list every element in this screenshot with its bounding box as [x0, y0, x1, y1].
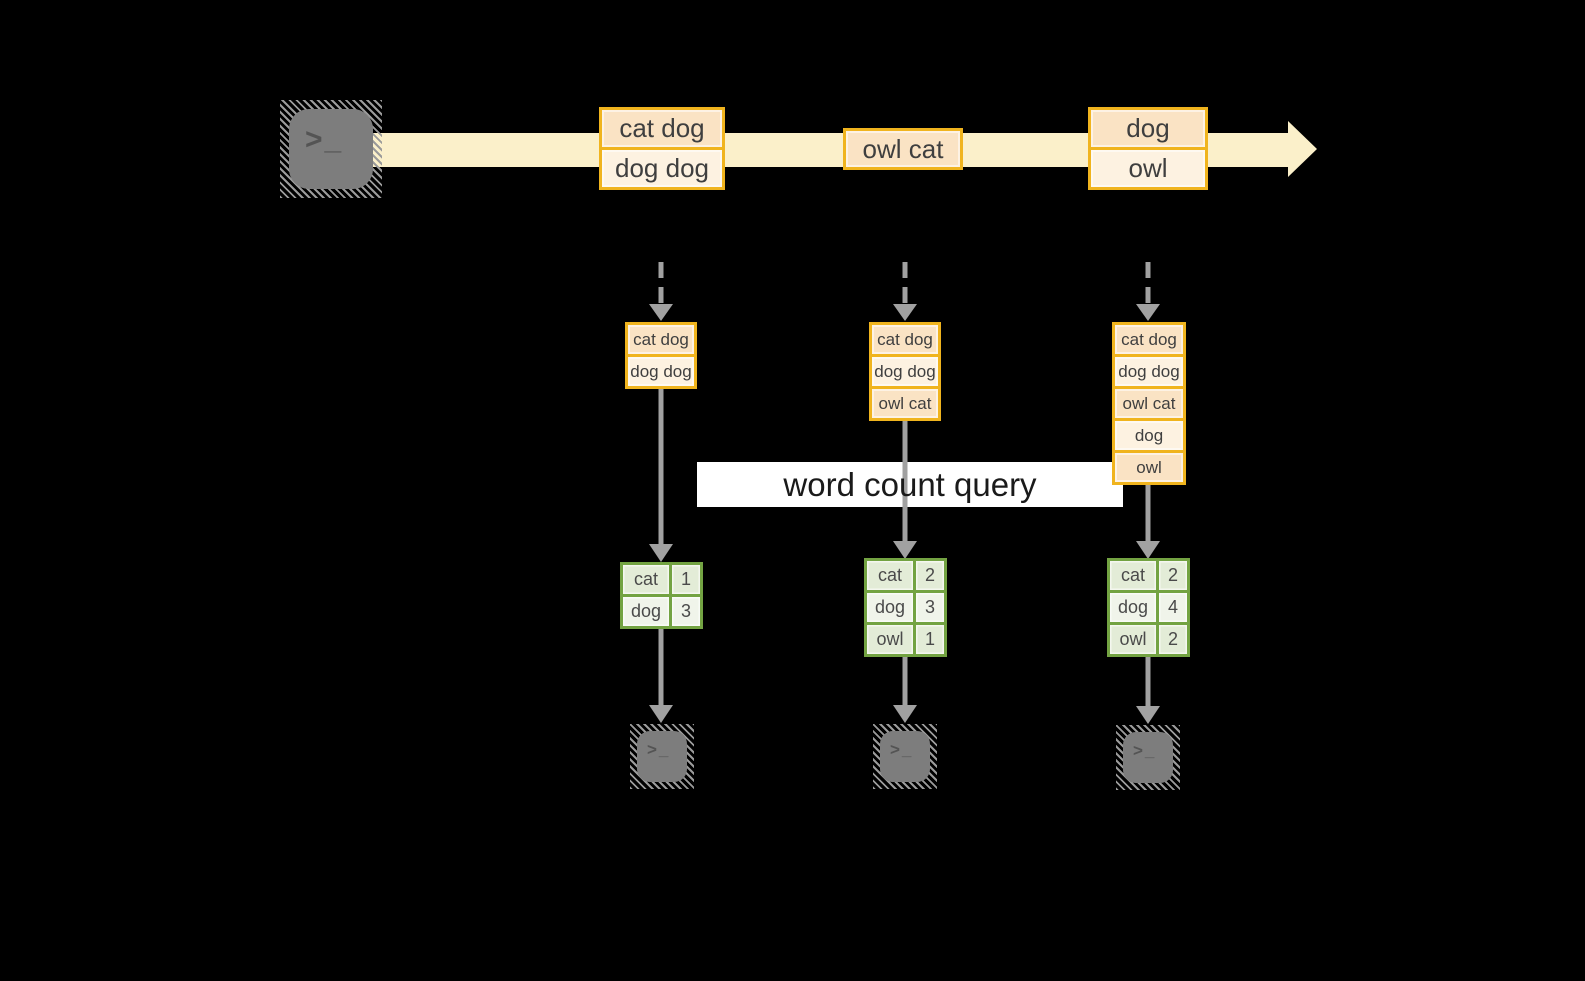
stream-event-1: cat dog dog dog — [599, 107, 725, 190]
result-table-1: cat 1 dog 3 — [620, 562, 703, 629]
word-cell: dog — [867, 593, 913, 622]
word-cell: cat — [1110, 561, 1156, 590]
count-cell: 2 — [1159, 561, 1187, 590]
word-cell: dog — [623, 597, 669, 626]
stream-event-line: owl cat — [846, 131, 960, 167]
batch-row: dog dog — [1115, 354, 1183, 386]
word-cell: owl — [867, 625, 913, 654]
terminal-icon: >_ — [1123, 732, 1173, 783]
micro-batch-2: cat dog dog dog owl cat — [869, 322, 941, 421]
batch-row: dog dog — [628, 354, 694, 386]
stream-event-2: owl cat — [843, 128, 963, 170]
output-terminal-1: >_ — [630, 724, 694, 789]
batch-row: dog dog — [872, 354, 938, 386]
micro-batch-3: cat dog dog dog owl cat dog owl — [1112, 322, 1186, 485]
stream-timeline-arrowhead — [1288, 121, 1317, 177]
word-cell: cat — [623, 565, 669, 594]
batch-row: dog — [1115, 418, 1183, 450]
batch-row: owl cat — [872, 386, 938, 418]
result-table-2: cat 2 dog 3 owl 1 — [864, 558, 947, 657]
terminal-icon: >_ — [289, 109, 373, 189]
terminal-icon: >_ — [880, 731, 930, 782]
batch-row: cat dog — [1115, 325, 1183, 354]
count-cell: 2 — [1159, 625, 1187, 654]
stream-event-line: dog dog — [602, 147, 722, 187]
query-label-text: word count query — [783, 465, 1037, 503]
word-cell: cat — [867, 561, 913, 590]
result-table-3: cat 2 dog 4 owl 2 — [1107, 558, 1190, 657]
count-cell: 3 — [916, 593, 944, 622]
word-cell: owl — [1110, 625, 1156, 654]
terminal-prompt-glyph: >_ — [890, 740, 914, 759]
terminal-prompt-glyph: >_ — [305, 123, 344, 156]
terminal-prompt-glyph: >_ — [1133, 741, 1157, 760]
stream-event-line: dog — [1091, 110, 1205, 147]
count-cell: 1 — [916, 625, 944, 654]
batch-row: owl cat — [1115, 386, 1183, 418]
count-cell: 3 — [672, 597, 700, 626]
count-cell: 1 — [672, 565, 700, 594]
source-terminal: >_ — [280, 100, 382, 198]
count-cell: 4 — [1159, 593, 1187, 622]
micro-batch-1: cat dog dog dog — [625, 322, 697, 389]
output-terminal-3: >_ — [1116, 725, 1180, 790]
word-cell: dog — [1110, 593, 1156, 622]
output-terminal-2: >_ — [873, 724, 937, 789]
batch-row: owl — [1115, 450, 1183, 482]
query-label-band — [697, 462, 1123, 507]
query-label: word count query — [697, 462, 1123, 507]
terminal-prompt-glyph: >_ — [647, 740, 671, 759]
stream-event-line: owl — [1091, 147, 1205, 187]
batch-row: cat dog — [872, 325, 938, 354]
count-cell: 2 — [916, 561, 944, 590]
stream-event-3: dog owl — [1088, 107, 1208, 190]
batch-row: cat dog — [628, 325, 694, 354]
terminal-icon: >_ — [637, 731, 687, 782]
stream-event-line: cat dog — [602, 110, 722, 147]
